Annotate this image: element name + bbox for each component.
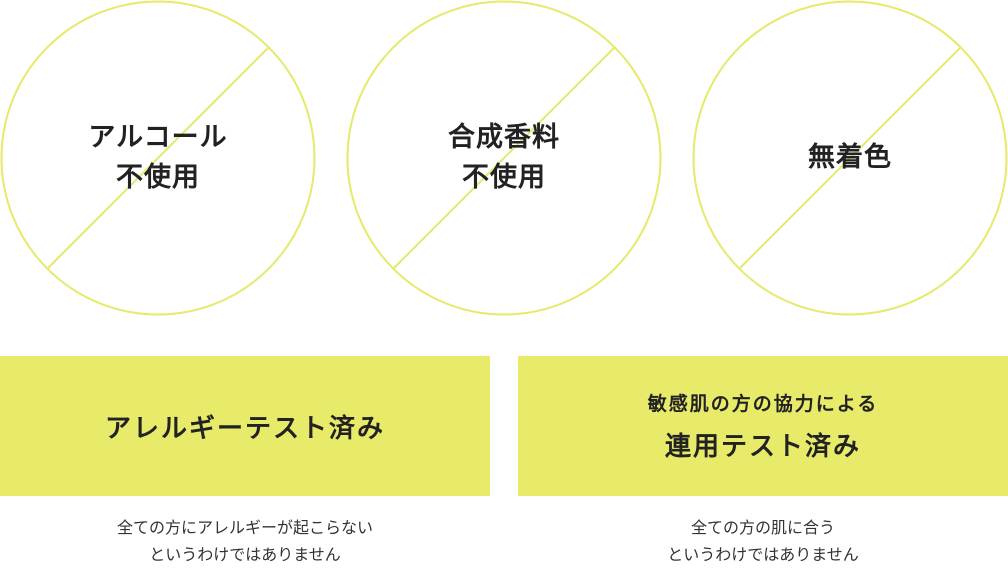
allergy-test-box: アレルギーテスト済み bbox=[0, 356, 490, 496]
badge-colorant-free: 無着色 bbox=[692, 0, 1008, 316]
prohibited-icon bbox=[0, 0, 316, 316]
note-line: 全ての方の肌に合う bbox=[690, 518, 835, 537]
prohibited-icon bbox=[346, 0, 662, 316]
note-line: 全ての方にアレルギーが起こらない bbox=[116, 518, 373, 537]
badge-label-line: 合成香料 bbox=[448, 122, 560, 153]
repeated-use-test-box: 敏感肌の方の協力による 連用テスト済み bbox=[518, 356, 1008, 496]
badge-label-line: 不使用 bbox=[462, 162, 546, 193]
badge-alcohol-free: アルコール 不使用 bbox=[0, 0, 316, 316]
badge-label-line: 無着色 bbox=[808, 142, 892, 173]
allergy-test-note: 全ての方にアレルギーが起こらない というわけではありません bbox=[0, 514, 490, 568]
repeated-use-test-note: 全ての方の肌に合う というわけではありません bbox=[518, 514, 1008, 568]
box-title: アレルギーテスト済み bbox=[104, 413, 385, 444]
badge-label-line: アルコール bbox=[88, 122, 228, 153]
note-line: というわけではありません bbox=[667, 545, 859, 564]
badge-fragrance-free: 合成香料 不使用 bbox=[346, 0, 662, 316]
badge-label-line: 不使用 bbox=[116, 162, 200, 193]
box-title: 連用テスト済み bbox=[664, 432, 861, 462]
prohibited-icon bbox=[692, 0, 1008, 316]
note-line: というわけではありません bbox=[149, 545, 341, 564]
box-subtitle: 敏感肌の方の協力による bbox=[647, 393, 879, 415]
